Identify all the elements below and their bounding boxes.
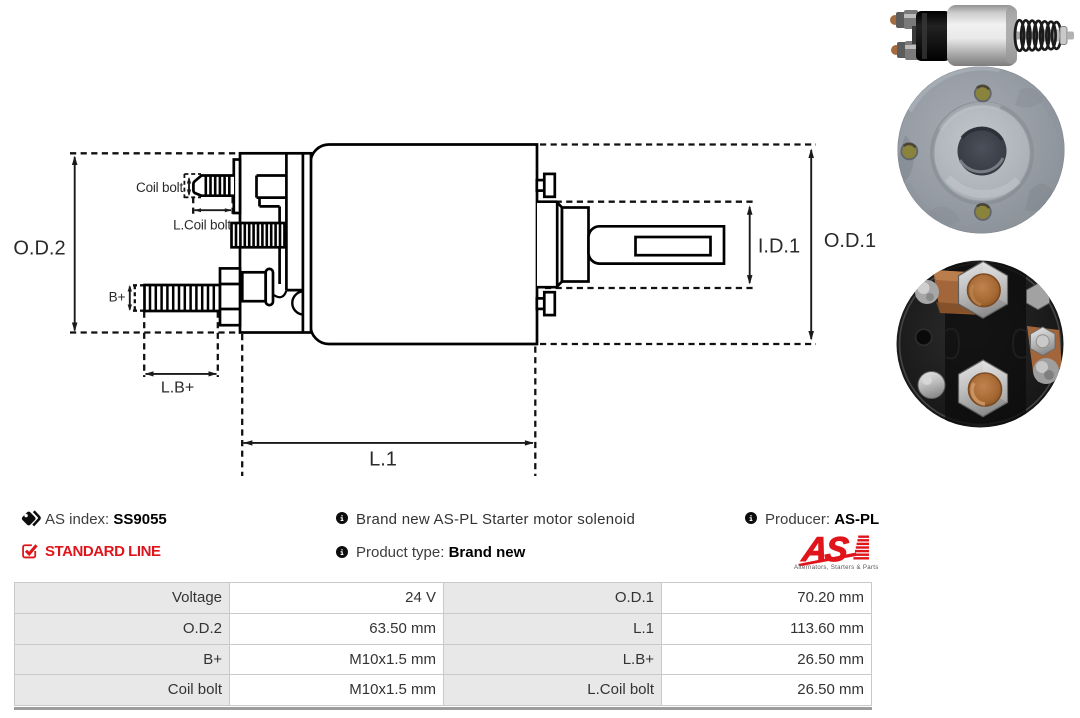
svg-text:L.B+: L.B+ (161, 380, 194, 397)
svg-text:Coil bolt: Coil bolt (136, 180, 183, 195)
svg-text:O.D.1: O.D.1 (824, 230, 876, 252)
svg-text:B+: B+ (109, 289, 126, 304)
svg-text:Alternators, Starters & Parts: Alternators, Starters & Parts (794, 564, 879, 571)
svg-text:I.D.1: I.D.1 (758, 236, 800, 258)
svg-text:O.D.2: O.D.2 (13, 238, 65, 260)
svg-text:L.Coil bolt: L.Coil bolt (173, 218, 231, 233)
svg-text:L.1: L.1 (369, 449, 397, 471)
